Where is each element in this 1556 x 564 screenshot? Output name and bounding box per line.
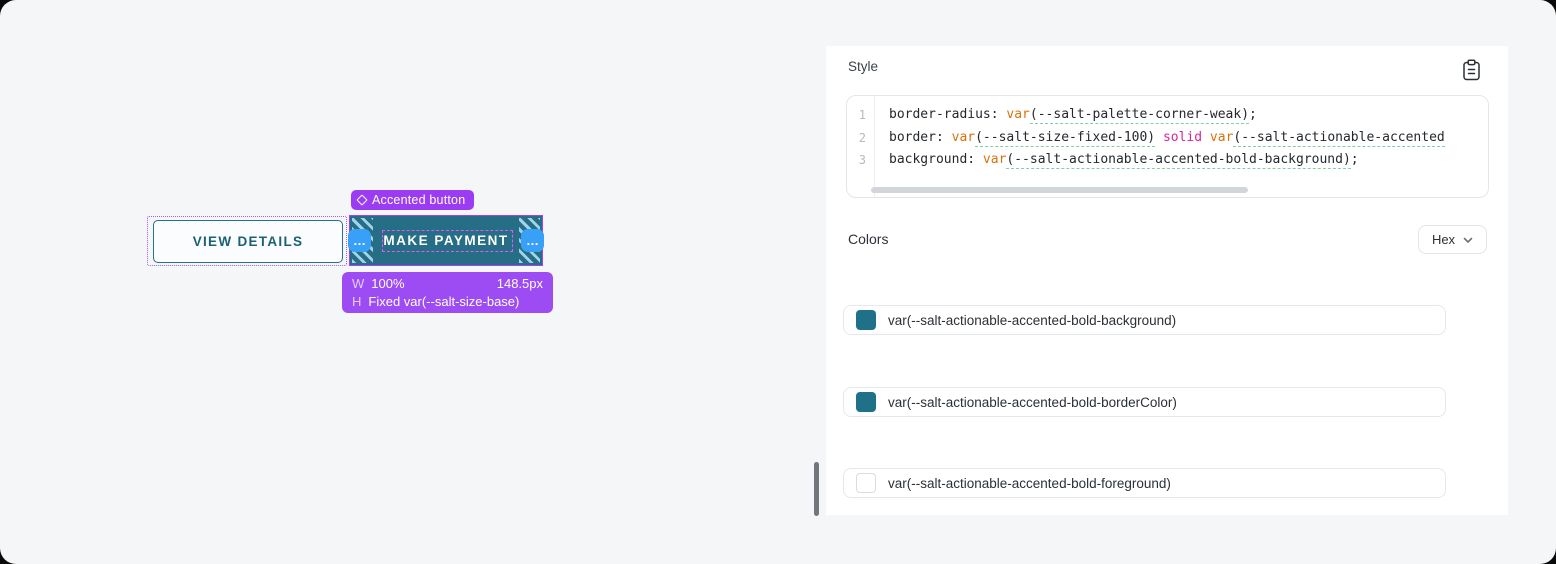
component-badge-label: Accented button [372,193,466,207]
size-tooltip-height-row: H Fixed var(--salt-size-base) [352,293,543,310]
border-color-swatch [856,392,876,412]
color-format-value: Hex [1431,232,1456,247]
line-number: 2 [858,130,866,145]
code-line-background: background: var(--salt-actionable-accent… [889,152,1359,169]
make-payment-label: MAKE PAYMENT [383,233,509,248]
border-color-row[interactable]: var(--salt-actionable-accented-bold-bord… [843,387,1446,417]
selection-color-swatch [856,473,876,493]
colors-section-title: Colors [848,231,889,247]
chevron-down-icon [1463,232,1473,247]
spacing-handle-right[interactable]: … [521,229,544,252]
spacing-handle-left[interactable]: … [348,229,371,252]
view-details-label: VIEW DETAILS [192,234,304,249]
view-details-button[interactable]: VIEW DETAILS [153,220,343,263]
code-line-border: border: var(--salt-size-fixed-100) solid… [889,129,1445,147]
code-content: border-radius: var(--salt-palette-corner… [876,96,1488,197]
background-color-value: var(--salt-actionable-accented-bold-back… [888,312,1177,328]
size-tooltip: W 100% 148.5px H Fixed var(--salt-size-b… [342,272,553,313]
copy-code-button[interactable] [1460,58,1482,84]
color-format-dropdown[interactable]: Hex [1418,225,1487,254]
code-line-border-radius: border-radius: var(--salt-palette-corner… [889,107,1257,124]
component-badge[interactable]: Accented button [351,190,475,210]
background-color-row[interactable]: var(--salt-actionable-accented-bold-back… [843,305,1446,335]
diamond-icon [356,194,368,206]
text-selection-box [382,230,513,252]
width-pixels: 148.5px [496,276,543,291]
style-section-title: Style [848,59,879,74]
background-color-swatch [856,310,876,330]
size-tooltip-width-row: W 100% 148.5px [352,275,543,292]
make-payment-selected-button[interactable]: MAKE PAYMENT … … [348,215,544,266]
line-number: 1 [858,108,866,122]
code-horizontal-scrollbar[interactable] [871,187,1248,193]
selection-color-value: var(--salt-actionable-accented-bold-fore… [888,475,1171,491]
height-label: H [352,294,362,309]
selection-color-row[interactable]: var(--salt-actionable-accented-bold-fore… [843,468,1446,498]
width-value: 100% [371,276,405,291]
panel-vertical-scrollbar[interactable] [814,462,819,516]
height-value: Fixed var(--salt-size-base) [368,294,520,309]
line-number: 3 [858,153,866,167]
inspect-panel: Style 1 2 3 border-radius: var(--salt-pa… [826,46,1508,515]
border-color-value: var(--salt-actionable-accented-bold-bord… [888,394,1177,410]
clipboard-icon [1462,58,1481,84]
width-label: W [352,276,365,291]
view-details-selection-outline [147,216,347,266]
code-line-numbers: 1 2 3 [847,96,875,197]
style-code-block: 1 2 3 border-radius: var(--salt-palette-… [846,95,1489,198]
